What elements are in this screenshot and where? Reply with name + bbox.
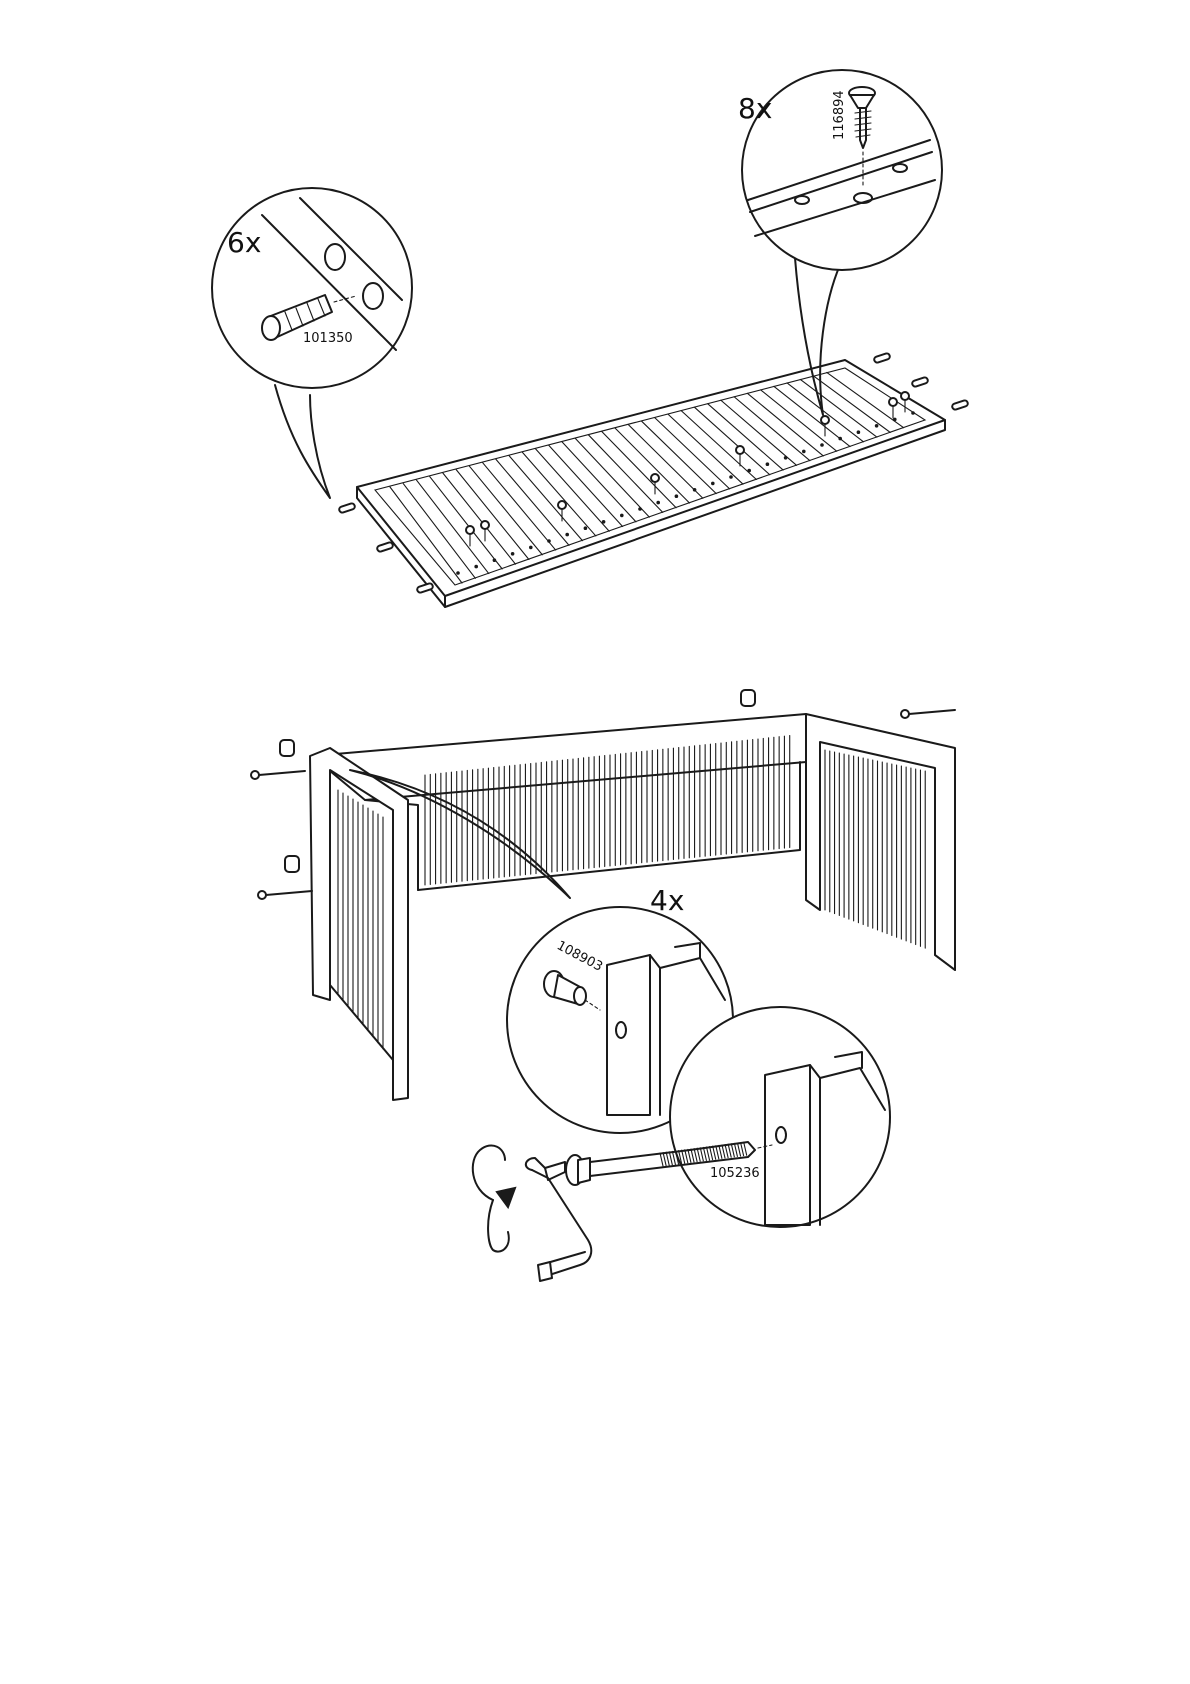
hole-icon: [656, 501, 660, 505]
hole-icon: [820, 443, 824, 447]
screw-icon: [736, 446, 744, 454]
hole-icon: [875, 424, 879, 428]
hole-icon: [838, 437, 842, 441]
barrel-nut-icon: [280, 740, 294, 756]
screw-icon: [901, 392, 909, 400]
hole-icon: [675, 494, 679, 498]
hole-icon: [747, 469, 751, 473]
hole-icon: [584, 526, 588, 530]
screw-icon: [821, 416, 829, 424]
hole-icon: [766, 462, 770, 466]
hole-icon: [784, 456, 788, 460]
hole-icon: [565, 533, 569, 537]
hole-icon: [857, 430, 861, 434]
bolt-icon: [258, 891, 266, 899]
callout-bolt: 105236: [670, 1007, 890, 1227]
bolt-icon: [901, 710, 909, 718]
callout-dowel: 6x 101350: [212, 188, 412, 498]
barrel-nut-quantity: 4x: [650, 884, 684, 917]
hole-icon: [729, 475, 733, 479]
hole-icon: [620, 514, 624, 518]
dowel-icon: [338, 503, 355, 514]
hole-icon: [802, 450, 806, 454]
hole-icon: [456, 571, 460, 575]
dowel-icon: [951, 400, 968, 411]
hole-icon: [493, 558, 497, 562]
screw-icon: [889, 398, 897, 406]
hole-icon: [711, 482, 715, 486]
hole-icon: [893, 418, 897, 422]
dowel-icon: [416, 583, 433, 594]
slatted-base-illustration: [338, 353, 968, 607]
screw-icon: [651, 474, 659, 482]
hole-icon: [602, 520, 606, 524]
barrel-nut-icon: [741, 690, 755, 706]
dowel-quantity: 6x: [227, 226, 261, 259]
screw-quantity: 8x: [738, 92, 772, 125]
hole-icon: [911, 411, 915, 415]
barrel-nut-icon: [285, 856, 299, 872]
dowel-icon: [873, 353, 890, 364]
bolt-shaft: [909, 710, 955, 714]
bolt-shaft: [259, 771, 305, 775]
hole-icon: [638, 507, 642, 511]
screw-icon: [558, 501, 566, 509]
hole-icon: [474, 565, 478, 569]
screw-icon: [481, 521, 489, 529]
hole-icon: [511, 552, 515, 556]
screw-icon: [466, 526, 474, 534]
dowel-icon: [911, 377, 928, 388]
rotate-clockwise-icon: [473, 1145, 515, 1251]
hole-icon: [547, 539, 551, 543]
bolt-part-number: 105236: [710, 1166, 760, 1181]
screw-part-number: 116894: [832, 90, 847, 140]
bolt-shaft: [266, 891, 312, 895]
bolt-icon: [251, 771, 259, 779]
dowel-icon: [376, 542, 393, 553]
dowel-part-number: 101350: [303, 331, 353, 346]
hole-icon: [529, 546, 533, 550]
hole-icon: [693, 488, 697, 492]
